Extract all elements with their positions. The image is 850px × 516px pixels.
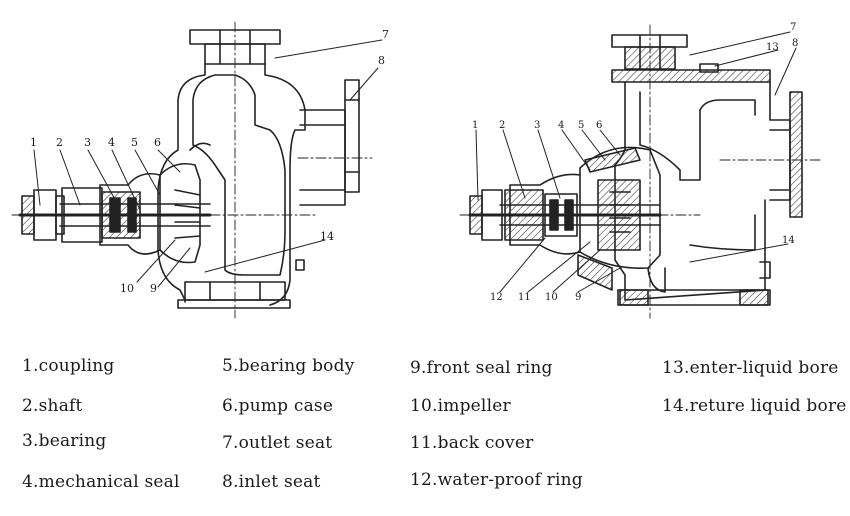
callout-left-3: 3 [84,136,91,149]
legend-item-outlet-seat: 7.outlet seat [222,433,333,453]
casing-inner-right [639,91,756,251]
callout-right-2: 2 [499,120,505,131]
legend-item-front-seal-ring: 9.front seal ring [410,358,553,378]
vent-plug-right [699,63,719,73]
legend-item-pump-case: 6.pump case [222,396,334,416]
callout-left-1: 1 [30,136,37,149]
legend-item-return-liquid-bore: 14.reture liquid bore [662,396,847,416]
callout-left-5: 5 [131,136,138,149]
pump-body-left [157,63,306,306]
callout-right-4: 4 [558,120,564,131]
callout-right-6: 6 [596,120,602,131]
callout-right-8: 8 [792,38,798,49]
pump-diagram-right: 1 2 3 4 5 6 7 13 8 14 12 11 10 9 [459,22,823,319]
callout-right-9: 9 [575,292,581,303]
inlet-flange-right [769,91,803,218]
callout-leaders-right [475,31,797,293]
drain-plug-left [295,259,305,271]
legend-item-back-cover: 11.back cover [410,433,534,453]
callout-left-10: 10 [120,282,134,295]
impeller-left [159,142,211,264]
legend-item-inlet-seat: 8.inlet seat [222,472,321,492]
pump-base-right [617,261,771,306]
back-cover-right [577,254,613,291]
legend-item-mechanical-seal: 4.mechanical seal [22,472,180,492]
casing-top-right [611,69,771,83]
pump-diagram-left: 1 2 3 4 5 6 7 8 10 9 14 [11,21,389,319]
callout-right-11: 11 [518,292,531,303]
callout-left-8: 8 [378,54,385,67]
callout-right-14: 14 [782,235,795,246]
legend-item-water-proof-ring: 12.water-proof ring [410,470,583,490]
callout-right-13: 13 [766,42,779,53]
legend-item-enter-liquid-bore: 13.enter-liquid bore [662,358,839,378]
pump-cavity-left [192,74,286,276]
callout-right-3: 3 [534,120,540,131]
callout-right-1: 1 [472,120,478,131]
callout-right-12: 12 [490,292,503,303]
legend-item-coupling: 1.coupling [22,356,115,376]
legend-item-shaft: 2.shaft [22,396,83,416]
legend-item-bearing-body: 5.bearing body [222,356,355,376]
legend-item-bearing: 3.bearing [22,431,107,451]
callout-right-10: 10 [545,292,558,303]
callout-leaders-left [33,39,383,288]
callout-left-2: 2 [56,136,63,149]
pump-case-hatch-right [584,147,641,173]
legend-item-impeller: 10.impeller [410,396,511,416]
callout-left-6: 6 [154,136,161,149]
callout-left-14: 14 [320,230,334,243]
return-bore-right [647,267,666,293]
callout-right-7: 7 [790,22,796,33]
casing-outer-right [614,81,791,301]
outlet-flange-right [611,34,688,70]
callout-right-5: 5 [578,120,584,131]
callout-left-9: 9 [150,282,157,295]
inlet-flange-left [299,79,360,206]
callout-left-4: 4 [108,136,115,149]
callout-left-7: 7 [382,28,389,41]
